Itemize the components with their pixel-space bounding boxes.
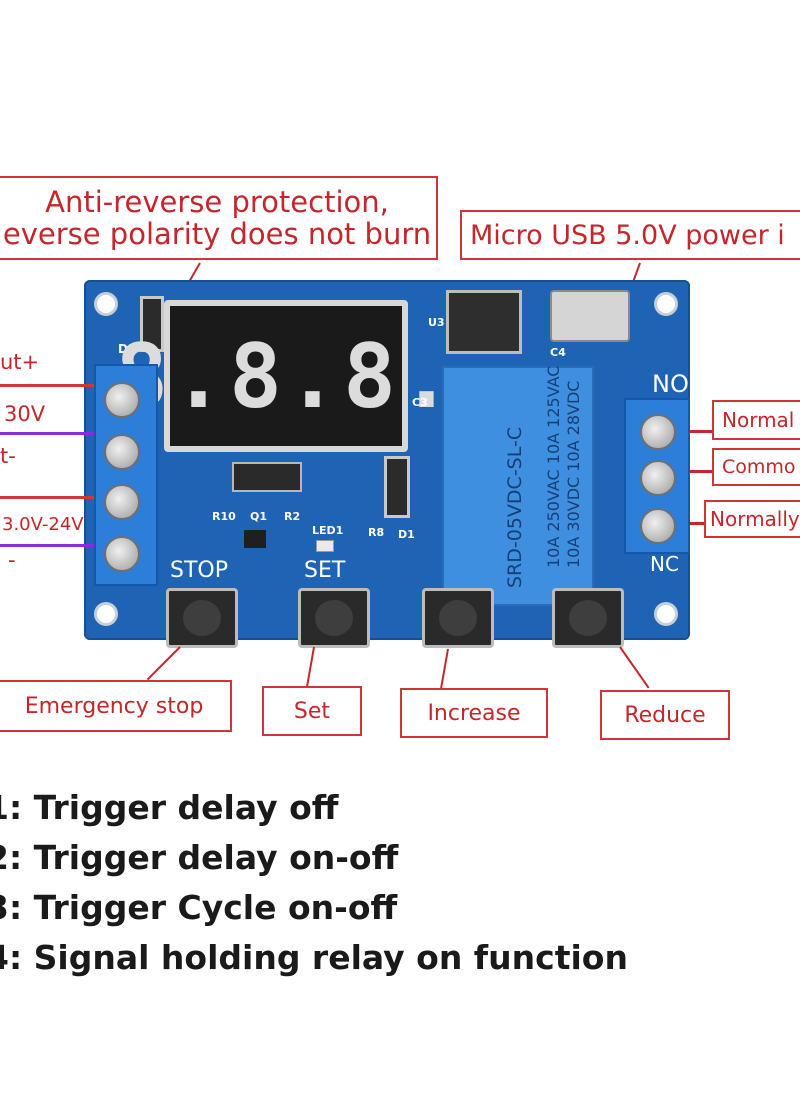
label-emergency-stop: Emergency stop (24, 693, 204, 719)
label-no: NO (652, 370, 689, 398)
stop-connector (146, 646, 181, 681)
label-set-callout: Set (293, 698, 331, 724)
up-button[interactable] (422, 588, 494, 648)
terminal-screw-4[interactable] (104, 536, 140, 572)
label-d2: D2 (118, 342, 137, 356)
micro-usb-callout: Micro USB 5.0V power i (460, 210, 800, 260)
voltage-regulator (446, 290, 522, 354)
mode-item-1: 1: Trigger delay off (0, 788, 339, 827)
terminal-screw-nc[interactable] (640, 508, 676, 544)
terminal-screw-2[interactable] (104, 434, 140, 470)
relay-rating-2: 10A 30VDC 10A 28VDC (564, 380, 583, 568)
mode-list: 1: Trigger delay off 2: Trigger delay on… (0, 788, 628, 988)
label-r8: R8 (368, 526, 385, 539)
label-common: Commo (722, 456, 796, 478)
connector-normally-closed (690, 522, 704, 525)
mode-item-3: 3: Trigger Cycle on-off (0, 888, 398, 927)
label-stop: STOP (170, 558, 228, 583)
relay-rating-1: 10A 250VAC 10A 125VAC (544, 365, 563, 568)
output-terminal-block (624, 398, 690, 554)
label-nc: NC (650, 552, 679, 576)
label-normally-open: Normal (722, 408, 795, 432)
seven-segment-display: 8.8.8. (115, 300, 453, 452)
reduce-connector (619, 646, 650, 689)
terminal-screw-no[interactable] (640, 414, 676, 450)
reduce-callout: Reduce (600, 690, 730, 740)
increase-callout: Increase (400, 688, 548, 738)
label-u3: U3 (428, 316, 445, 329)
connector-common (690, 470, 712, 473)
mount-hole-bottom-left (94, 602, 118, 626)
terminal-screw-com[interactable] (640, 460, 676, 496)
common-callout: Commo (712, 448, 800, 486)
arrow-30v (0, 432, 94, 435)
label-increase: Increase (427, 700, 521, 726)
label-c3: C3 (412, 396, 428, 409)
normally-open-callout: Normal (712, 400, 800, 440)
anti-reverse-line2: everse polarity does not burn (2, 217, 432, 251)
mount-hole-bottom-right (654, 602, 678, 626)
label-q1: Q1 (250, 510, 268, 523)
down-button[interactable] (552, 588, 624, 648)
label-d1: D1 (398, 528, 415, 541)
terminal-screw-1[interactable] (104, 382, 140, 418)
anti-reverse-callout: Anti-reverse protection, everse polarity… (0, 176, 438, 260)
diode-d1 (384, 456, 410, 518)
micro-usb-port[interactable] (550, 290, 630, 342)
arrow-out-plus (0, 384, 94, 387)
relay-srd-05vdc: 10A 250VAC 10A 125VAC 10A 30VDC 10A 28VD… (442, 366, 594, 606)
optocoupler (232, 462, 302, 492)
set-button[interactable] (298, 588, 370, 648)
label-3-24v: 3.0V-24V (2, 514, 84, 535)
label-led1: LED1 (312, 524, 344, 537)
stop-button[interactable] (166, 588, 238, 648)
label-t-minus: t- (0, 444, 16, 468)
micro-usb-label: Micro USB 5.0V power i (470, 219, 785, 251)
terminal-screw-3[interactable] (104, 484, 140, 520)
label-30v: 30V (4, 402, 46, 426)
input-terminal-block (94, 364, 158, 586)
set-callout: Set (262, 686, 362, 736)
arrow-t-minus (0, 496, 94, 499)
connector-normally-open (690, 430, 712, 433)
label-minus: - (8, 548, 16, 572)
led1 (316, 540, 334, 552)
mount-hole-top-right (654, 292, 678, 316)
transistor-q1 (244, 530, 266, 548)
emergency-stop-callout: Emergency stop (0, 680, 232, 732)
label-out-plus: ut+ (0, 350, 40, 374)
label-r2: R2 (284, 510, 301, 523)
normally-closed-callout: Normally (704, 500, 800, 538)
anti-reverse-line1: Anti-reverse protection, (45, 185, 389, 219)
increase-connector (440, 648, 449, 689)
label-set: SET (304, 558, 346, 583)
mode-item-4: 4: Signal holding relay on function (0, 938, 628, 977)
diode-d2 (140, 296, 164, 352)
label-r10: R10 (212, 510, 236, 523)
label-reduce: Reduce (624, 702, 706, 728)
set-connector (306, 646, 315, 687)
mode-item-2: 2: Trigger delay on-off (0, 838, 399, 877)
relay-model: SRD-05VDC-SL-C (504, 426, 526, 588)
label-c4: C4 (550, 346, 566, 359)
display-value: 8.8.8. (115, 324, 457, 428)
mount-hole-top-left (94, 292, 118, 316)
arrow-3-24v (0, 544, 94, 547)
label-normally-closed: Normally (710, 507, 800, 531)
